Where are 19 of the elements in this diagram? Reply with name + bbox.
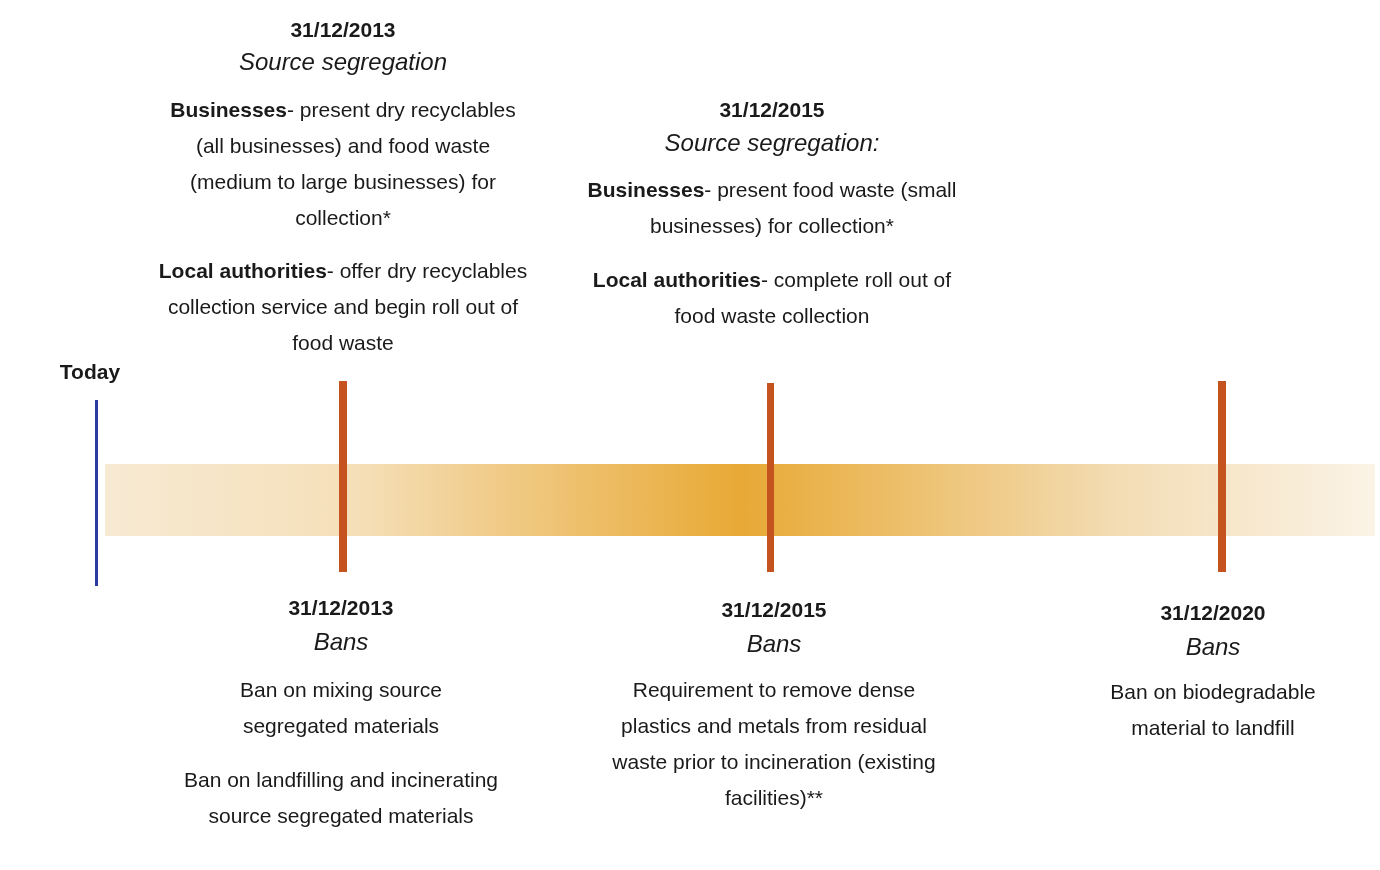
note-text: Local authorities- complete roll out of food waste collection <box>591 267 953 329</box>
note-text: Requirement to remove dense plastics and metals from residual waste prior to incineration (existing facilities)** <box>611 677 937 811</box>
note-text: Local authorities- offer dry recyclables collection service and begin roll out of food waste <box>158 258 528 356</box>
note-text: Businesses- present food waste (small businesses) for collection* <box>587 177 957 239</box>
note-text: Businesses- present dry recyclables (all businesses) and food waste (medium to large businesses) for collection* <box>169 97 517 231</box>
date-label: 31/12/2015 <box>720 597 828 623</box>
date-label: 31/12/2020 <box>1159 600 1267 626</box>
period-heading: Bans <box>312 627 370 657</box>
period-heading: Source segregation: <box>663 128 881 158</box>
period-heading: Source segregation <box>237 47 449 77</box>
date-label: Today <box>58 359 122 385</box>
date-label: 31/12/2015 <box>718 97 826 123</box>
period-heading: Bans <box>1184 632 1242 662</box>
note-text: Ban on biodegradable material to landfill <box>1109 679 1317 741</box>
date-label: 31/12/2013 <box>289 17 397 43</box>
note-text: Ban on mixing source segregated materials <box>239 677 443 739</box>
date-label: 31/12/2013 <box>287 595 395 621</box>
note-text: Ban on landfilling and incinerating source segregated materials <box>182 767 500 829</box>
period-heading: Bans <box>745 629 803 659</box>
